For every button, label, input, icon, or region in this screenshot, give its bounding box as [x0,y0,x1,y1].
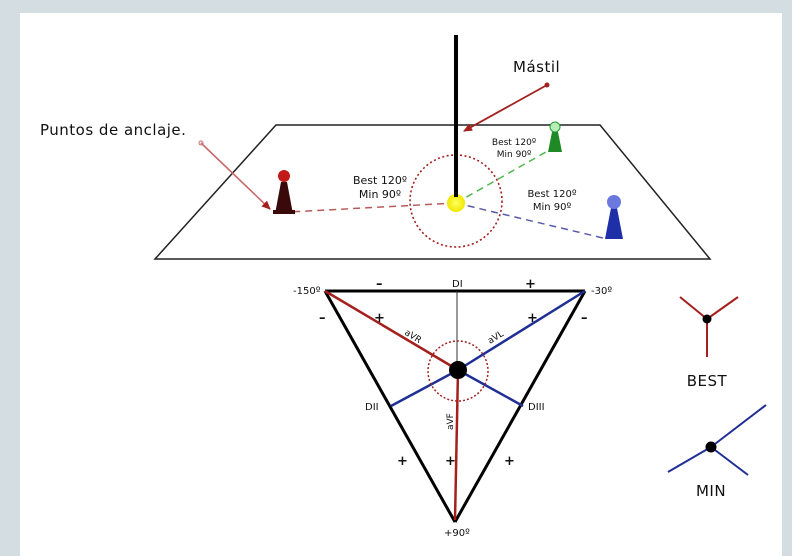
angle-minus-150: -150º [293,286,321,297]
sign-minus-right-edge: – [581,311,588,326]
avr-axis-line [324,289,459,372]
sign-plus-avr: + [374,311,385,326]
red-pawn-icon [273,170,295,214]
blue-pawn-icon [605,195,623,239]
sign-plus-diii: + [504,454,515,469]
mast-arrow [463,84,548,132]
ground-platform [153,124,712,260]
sign-plus-avf: + [445,454,456,469]
avf-axis-line [453,369,460,521]
min-legend-label: MIN [696,482,726,500]
red-min-label: Min 90º [359,188,401,201]
angle-plus-90: +90º [444,528,470,539]
green-best-label: Best 120º [492,138,536,148]
lead-avl-label: aVL [486,329,505,346]
angle-minus-30: -30º [591,286,612,297]
blue-best-label: Best 120º [527,189,576,200]
sign-minus-top-left: – [376,277,383,292]
diii-axis-line [457,368,524,408]
lead-dii-label: DII [365,402,379,413]
diagram-panel [20,13,782,556]
sign-minus-left-edge: – [319,311,326,326]
green-guy-line [455,147,554,204]
sign-plus-dii: + [397,454,408,469]
best-legend-icon [679,296,739,357]
anchor-arrow-tail [198,140,204,146]
dii-axis-line [390,368,459,408]
anchors-label: Puntos de anclaje. [40,121,186,139]
anchor-arrow [200,142,271,210]
mast-base-yellow [447,194,465,212]
min-legend-icon [667,404,767,476]
triangle-left-edge [323,290,457,523]
triangle-right-edge [453,290,587,523]
avl-axis-line [457,289,586,372]
lead-diii-label: DIII [528,402,545,413]
center-circle [427,340,489,402]
mast-arrow-tail [544,82,550,88]
lead-di-label: DI [452,279,463,290]
green-min-label: Min 90º [497,150,532,160]
blue-min-label: Min 90º [533,202,572,213]
red-best-label: Best 120º [353,174,407,187]
best-legend-label: BEST [687,372,728,390]
sign-plus-avl: + [527,311,538,326]
lead-avf-label: aVF [446,413,456,430]
red-guy-line [288,202,457,213]
mast-label: Mástil [513,58,560,76]
center-dot [449,361,467,379]
green-pawn-icon [548,121,562,152]
sign-plus-top-right: + [525,277,536,292]
blue-guy-line [455,202,604,239]
